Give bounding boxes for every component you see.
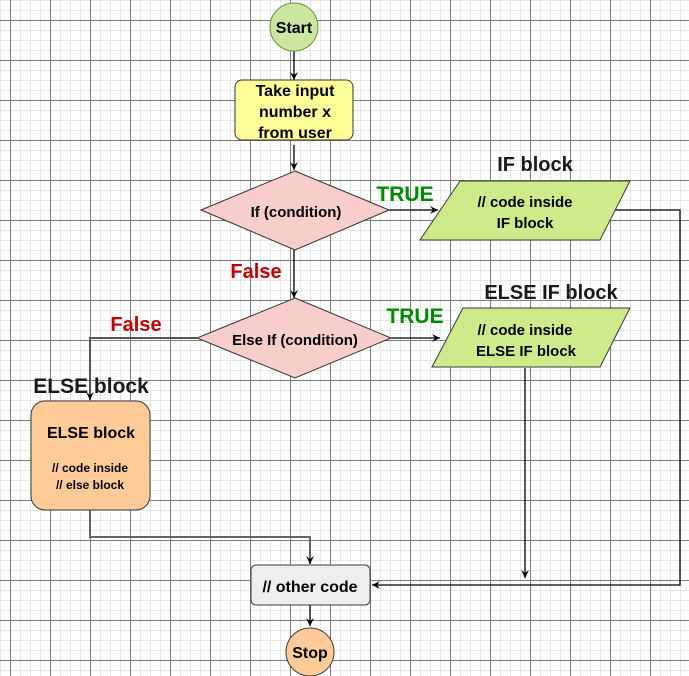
elseif-block-node[interactable]: // code inside ELSE IF block — [431, 307, 631, 368]
if-true-label: TRUE — [376, 183, 433, 206]
if-diamond — [199, 170, 391, 251]
else-block-line-1: // code inside — [52, 461, 128, 475]
edge-elseif-false — [86, 337, 197, 400]
if-block-node[interactable]: // code inside IF block — [419, 180, 631, 241]
elseif-condition-label: Else If (condition) — [232, 332, 358, 349]
start-node[interactable]: Start — [269, 2, 319, 52]
else-block-title: ELSE block — [33, 375, 149, 398]
edges — [86, 44, 681, 626]
edge-else-to-other — [89, 510, 314, 564]
if-block-line-1: // code inside — [477, 194, 572, 211]
if-false-label: False — [230, 261, 281, 283]
if-decision-node[interactable]: If (condition) — [199, 170, 391, 251]
elseif-true-label: TRUE — [386, 305, 443, 328]
input-line-1: Take input — [256, 83, 335, 100]
stop-circle — [285, 627, 335, 676]
if-block-title: IF block — [497, 154, 573, 176]
if-block-line-2: IF block — [497, 215, 554, 232]
other-code-box — [250, 564, 371, 606]
if-block-shape — [419, 180, 631, 241]
elseif-decision-node[interactable]: Else If (condition) — [195, 297, 393, 379]
edge-if-block-to-other — [372, 209, 681, 589]
elseif-diamond — [195, 297, 393, 379]
start-circle — [269, 2, 319, 52]
start-label: Start — [276, 20, 313, 37]
input-node[interactable]: Take input number x from user — [234, 79, 354, 142]
other-code-node[interactable]: // other code — [250, 564, 371, 606]
elseif-block-title: ELSE IF block — [484, 282, 618, 304]
elseif-block-line-1: // code inside — [477, 322, 572, 339]
other-code-label: // other code — [262, 579, 357, 596]
if-condition-label: If (condition) — [251, 204, 342, 221]
elseif-block-line-2: ELSE IF block — [476, 343, 577, 360]
input-line-3: from user — [258, 125, 332, 142]
else-block-box — [30, 400, 151, 511]
stop-label: Stop — [292, 645, 328, 662]
input-line-2: number x — [259, 104, 331, 121]
elseif-block-shape — [431, 307, 631, 368]
stop-node[interactable]: Stop — [285, 627, 335, 676]
else-block-line-2: // else block — [56, 478, 124, 492]
else-block-node[interactable]: ELSE block // code inside // else block — [30, 400, 151, 511]
input-box — [234, 79, 354, 141]
else-block-heading: ELSE block — [47, 425, 135, 442]
elseif-false-label: False — [110, 314, 161, 336]
